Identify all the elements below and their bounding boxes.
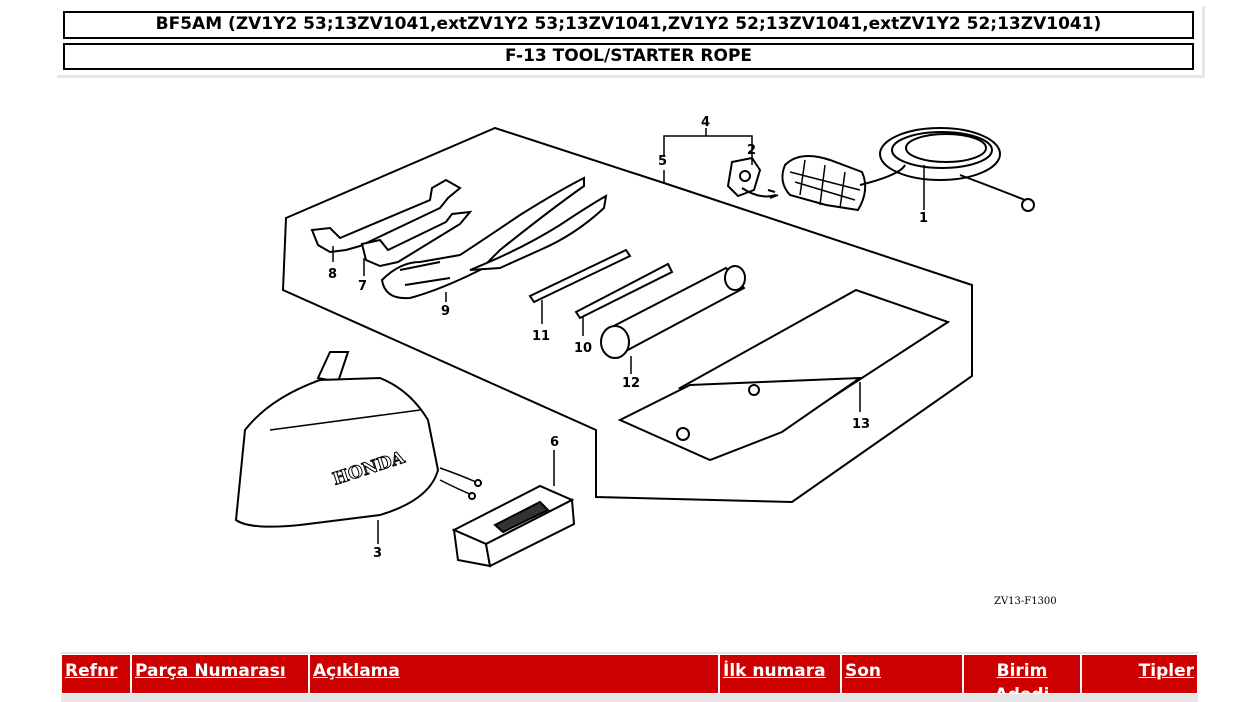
col-description[interactable]: Açıklama	[309, 654, 719, 694]
callout-13: 13	[852, 417, 870, 432]
engine-cover: HONDA	[234, 351, 482, 528]
col-refnr[interactable]: Refnr	[61, 654, 131, 694]
callout-9: 9	[441, 304, 450, 319]
callout-11: 11	[532, 329, 550, 344]
col-first-number[interactable]: İlk numara	[719, 654, 841, 694]
callout-5: 5	[658, 154, 667, 169]
section-title: F-13 TOOL/STARTER ROPE	[63, 43, 1194, 70]
plug-wrench	[600, 265, 746, 359]
callout-7: 7	[358, 279, 367, 294]
col-last[interactable]: Son	[841, 654, 963, 694]
callout-6: 6	[550, 435, 559, 450]
leader-lines	[332, 158, 925, 544]
spirit-level	[451, 484, 576, 568]
drawing-code: ZV13-F1300	[994, 596, 1057, 607]
col-part-number[interactable]: Parça Numarası	[131, 654, 309, 694]
starter-rope	[767, 127, 1035, 212]
toolkit-outline	[281, 126, 973, 504]
callout-1: 1	[919, 211, 928, 226]
parts-diagram: HONDA 1 2 3 4 5 6 7 8 9 10 11 12	[234, 115, 1057, 607]
wrenches	[310, 178, 473, 268]
callout-2: 2	[747, 143, 756, 158]
tool-bag	[617, 288, 951, 462]
col-types[interactable]: Tipler	[1081, 654, 1198, 694]
model-title: BF5AM (ZV1Y2 53;13ZV1041,extZV1Y2 53;13Z…	[63, 11, 1194, 39]
callout-12: 12	[622, 376, 640, 391]
callout-bracket	[663, 128, 753, 183]
callout-8: 8	[328, 267, 337, 282]
callout-4: 4	[701, 115, 710, 130]
callout-labels: 1 2 3 4 5 6 7 8 9 10 11 12 13 ZV13-F1300	[328, 115, 1057, 607]
pliers	[380, 176, 608, 300]
callout-10: 10	[574, 341, 592, 356]
screwdriver	[528, 248, 674, 320]
callout-3: 3	[373, 546, 382, 561]
header-frame	[57, 6, 1205, 78]
parts-table-header: Refnr Parça Numarası Açıklama İlk numara…	[61, 652, 1198, 702]
col-unit-quantity[interactable]: Birim Adedi	[963, 654, 1081, 694]
